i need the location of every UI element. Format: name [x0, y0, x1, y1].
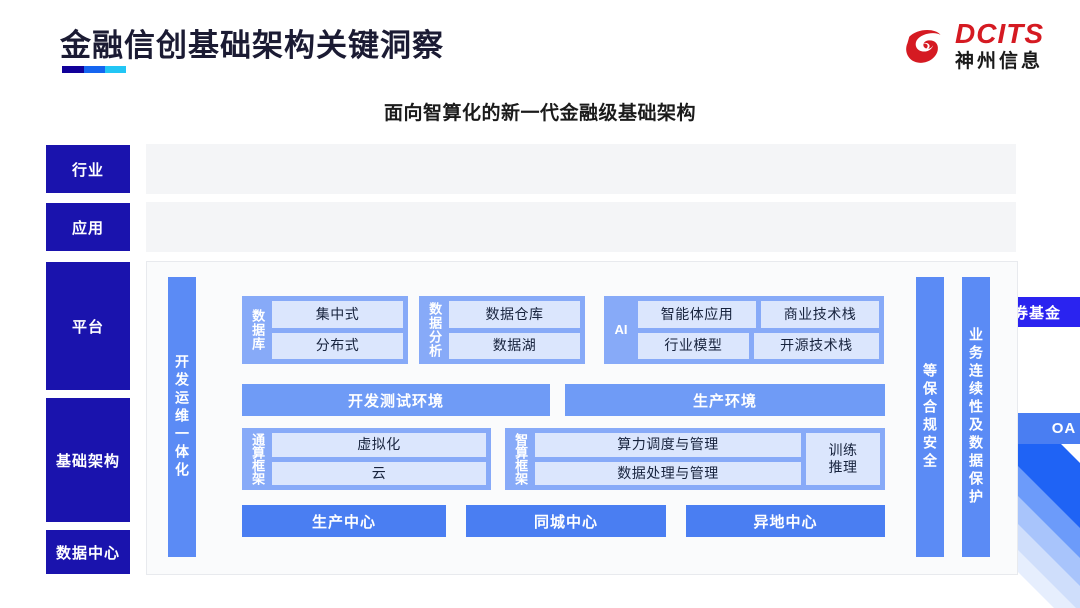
group-body-intelligent-compute: 算力调度与管理 数据处理与管理 — [535, 433, 801, 485]
page-title: 金融信创基础架构关键洞察 — [60, 28, 444, 63]
logo-wordmark-en: DCITS — [955, 18, 1044, 49]
layer-label-application: 应用 — [46, 203, 130, 251]
group-label-general-compute-framework: 通算框架 — [250, 433, 266, 485]
right-column-business-continuity: 业务连续性及数据保护 — [962, 277, 990, 557]
group-database: 数据库 集中式 分布式 — [242, 296, 408, 364]
group-row: 虚拟化 — [272, 433, 486, 457]
group-row: 智能体应用 商业技术栈 — [638, 301, 879, 328]
cell-virtualization[interactable]: 虚拟化 — [272, 433, 486, 457]
group-body-database: 集中式 分布式 — [272, 301, 403, 359]
group-label-database: 数据库 — [250, 309, 266, 351]
cell-data-processing-management[interactable]: 数据处理与管理 — [535, 461, 801, 485]
group-row: 数据处理与管理 — [535, 461, 801, 485]
group-row: 分布式 — [272, 332, 403, 359]
cell-commercial-tech-stack[interactable]: 商业技术栈 — [761, 301, 879, 328]
group-body-data-analysis: 数据仓库 数据湖 — [449, 301, 580, 359]
cell-training-line: 训练 — [828, 442, 858, 459]
layer-label-industry: 行业 — [46, 145, 130, 193]
group-body-ai: 智能体应用 商业技术栈 行业模型 开源技术栈 — [638, 301, 879, 359]
title-underline-accent — [62, 66, 126, 73]
env-bar-production[interactable]: 生产环境 — [565, 384, 885, 416]
group-general-compute-framework: 通算框架 虚拟化 云 — [242, 428, 491, 490]
industry-band: 银行 保险 证券基金 — [146, 144, 1080, 327]
brand-logo: DCITS 神州信息 — [901, 20, 1044, 71]
group-ai: AI 智能体应用 商业技术栈 行业模型 开源技术栈 — [604, 296, 884, 364]
datacenter-chip-same-city[interactable]: 同城中心 — [466, 505, 666, 537]
cell-cloud[interactable]: 云 — [272, 461, 486, 485]
right-column-compliance-security: 等保合规安全 — [916, 277, 944, 557]
layer-label-datacenter: 数据中心 — [46, 530, 130, 574]
cell-training-inference[interactable]: 训练 推理 — [806, 433, 880, 485]
datacenter-chip-production[interactable]: 生产中心 — [242, 505, 446, 537]
cell-centralized[interactable]: 集中式 — [272, 301, 403, 328]
group-label-ai: AI — [614, 321, 628, 337]
datacenter-chip-remote[interactable]: 异地中心 — [686, 505, 885, 537]
group-row: 算力调度与管理 — [535, 433, 801, 457]
dcits-swirl-icon — [906, 29, 941, 63]
cell-compute-scheduling-management[interactable]: 算力调度与管理 — [535, 433, 801, 457]
devops-vertical-column: 开发运维一体化 — [168, 277, 196, 557]
group-intelligent-compute-framework: 智算框架 算力调度与管理 数据处理与管理 训练 推理 — [505, 428, 885, 490]
group-label-data-analysis: 数据分析 — [427, 302, 443, 358]
layer-label-infrastructure: 基础架构 — [46, 398, 130, 522]
cell-industry-model[interactable]: 行业模型 — [638, 332, 749, 359]
env-bar-dev-test[interactable]: 开发测试环境 — [242, 384, 550, 416]
cell-agent-application[interactable]: 智能体应用 — [638, 301, 756, 328]
group-label-intelligent-compute-framework: 智算框架 — [513, 433, 529, 485]
slide-subtitle: 面向智算化的新一代金融级基础架构 — [383, 103, 696, 124]
cell-data-warehouse[interactable]: 数据仓库 — [449, 301, 580, 328]
logo-text: DCITS 神州信息 — [955, 18, 1044, 72]
group-row: 行业模型 开源技术栈 — [638, 332, 879, 359]
group-row: 数据湖 — [449, 332, 580, 359]
group-body-general-compute: 虚拟化 云 — [272, 433, 486, 485]
group-row: 数据仓库 — [449, 301, 580, 328]
logo-wordmark-cn: 神州信息 — [955, 51, 1044, 72]
layer-label-platform: 平台 — [46, 262, 130, 390]
group-row: 云 — [272, 461, 486, 485]
group-data-analysis: 数据分析 数据仓库 数据湖 — [419, 296, 585, 364]
cell-data-lake[interactable]: 数据湖 — [449, 332, 580, 359]
cell-inference-line: 推理 — [828, 459, 858, 475]
cell-open-source-tech-stack[interactable]: 开源技术栈 — [753, 332, 879, 359]
application-band: 核心 信贷 渠道 OA — [146, 202, 1080, 444]
cell-distributed[interactable]: 分布式 — [272, 332, 403, 359]
group-row: 集中式 — [272, 301, 403, 328]
